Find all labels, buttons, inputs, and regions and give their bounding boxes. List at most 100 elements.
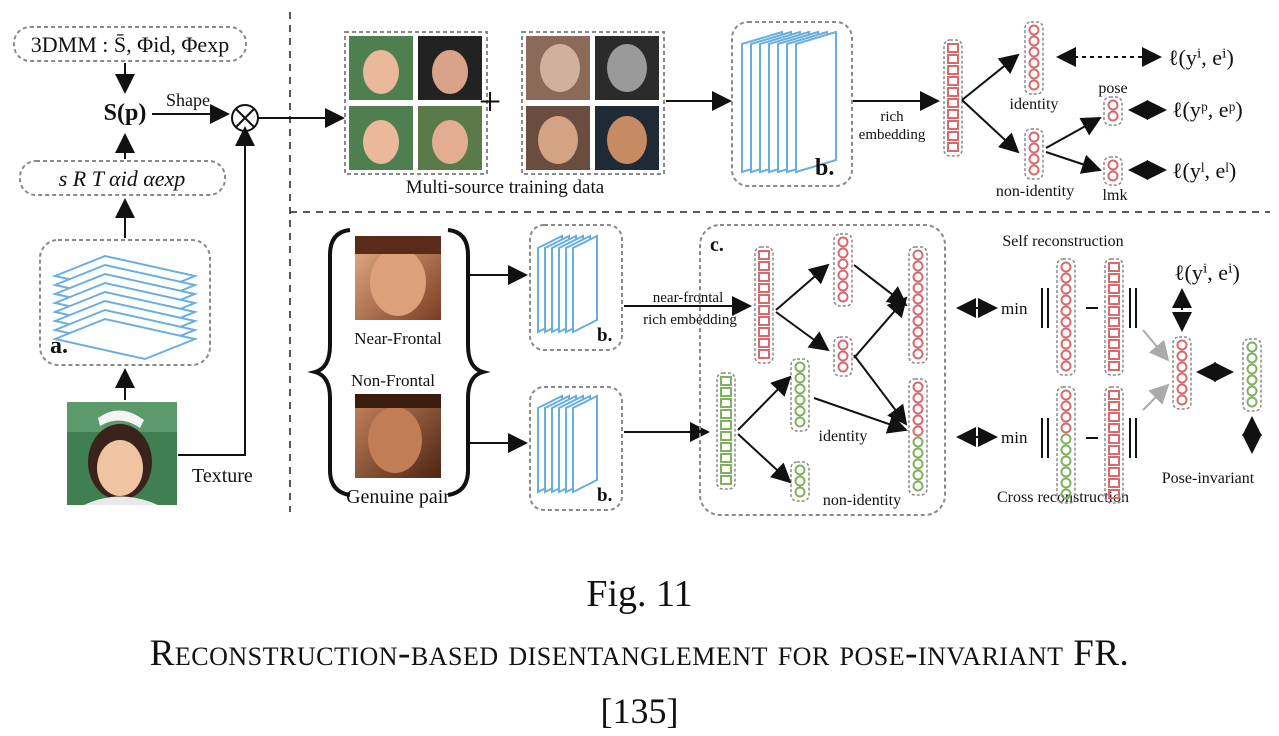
non-frontal-non-identity-vector xyxy=(790,461,810,502)
feature-unit xyxy=(912,381,924,393)
filter-layer xyxy=(572,234,598,334)
near-frontal-identity-vector xyxy=(833,233,853,307)
feature-unit xyxy=(837,361,849,373)
threedmm-box: 3DMM : S̄, Φid, Φexp xyxy=(13,26,247,62)
feature-unit xyxy=(1108,328,1120,338)
feature-unit xyxy=(758,250,770,260)
feature-unit xyxy=(837,339,849,351)
identity-label: identity xyxy=(1010,96,1059,113)
feature-unit xyxy=(1060,455,1072,467)
self-recon-target-vector xyxy=(1104,258,1124,376)
feature-unit xyxy=(1060,272,1072,284)
feature-unit xyxy=(1060,360,1072,372)
feature-unit xyxy=(1060,477,1072,489)
feature-unit xyxy=(1060,466,1072,478)
non-frontal-embedding-vector xyxy=(716,372,736,490)
feature-unit xyxy=(1108,489,1120,499)
feature-unit xyxy=(758,338,770,348)
feature-unit xyxy=(1060,400,1072,412)
rich-embedding-vector xyxy=(943,39,963,157)
feature-unit xyxy=(1108,361,1120,371)
feature-unit xyxy=(837,291,849,303)
loss-lmk-label: ℓ(yˡ, eˡ) xyxy=(1172,158,1236,183)
real-face-grid xyxy=(521,31,665,175)
shape-edge-label: Shape xyxy=(166,90,210,110)
feature-unit xyxy=(947,43,959,53)
figure-number: Fig. 11 xyxy=(586,573,693,615)
feature-unit xyxy=(1108,478,1120,488)
input-face-photo xyxy=(67,402,177,505)
feature-unit xyxy=(794,383,806,395)
feature-unit xyxy=(1107,170,1119,182)
feature-unit xyxy=(720,387,732,397)
module-b-near-frontal-label: b. xyxy=(597,325,612,346)
params-label: s R T αid αexp xyxy=(59,166,186,191)
feature-unit xyxy=(912,249,924,261)
multi-source-label: Multi-source training data xyxy=(406,177,605,198)
feature-unit xyxy=(720,453,732,463)
feature-unit xyxy=(947,76,959,86)
texture-label: Texture xyxy=(192,465,253,487)
feature-unit xyxy=(1108,295,1120,305)
feature-unit xyxy=(1107,99,1119,111)
feature-unit xyxy=(1060,327,1072,339)
feature-unit xyxy=(837,350,849,362)
module-b-non-frontal: b. xyxy=(529,386,623,511)
non-frontal-identity-vector xyxy=(790,358,810,432)
diagram-canvas: 3DMM : S̄, Φid, Φexp S(p) s R T αid αexp… xyxy=(13,12,1270,516)
feature-unit xyxy=(1028,153,1040,165)
self-recon-input-vector xyxy=(1056,258,1076,376)
feature-unit xyxy=(1246,363,1258,375)
feature-unit xyxy=(947,120,959,130)
feature-unit xyxy=(720,376,732,386)
diagram: 3DMM : S̄, Φid, Φexp S(p) s R T αid αexp… xyxy=(13,12,1270,516)
feature-unit xyxy=(1107,159,1119,171)
filter-layer xyxy=(795,30,837,174)
feature-unit xyxy=(1108,262,1120,272)
feature-unit xyxy=(1176,350,1188,362)
embedding-label: embedding xyxy=(859,127,926,143)
feature-unit xyxy=(837,258,849,270)
module-b-top-label: b. xyxy=(815,155,834,181)
loss-identity-label: ℓ(yⁱ, eⁱ) xyxy=(1168,45,1234,70)
feature-unit xyxy=(794,416,806,428)
feature-unit xyxy=(912,348,924,360)
bottom-identity-label: identity xyxy=(819,428,868,445)
feature-unit xyxy=(1028,79,1040,91)
cross-recon-target-vector xyxy=(1104,386,1124,504)
feature-unit xyxy=(758,272,770,282)
feature-unit xyxy=(947,142,959,152)
module-b-non-frontal-filters xyxy=(537,394,598,494)
feature-unit xyxy=(1060,488,1072,500)
cross-recon-combined-vector xyxy=(908,378,928,496)
feature-unit xyxy=(1060,294,1072,306)
feature-unit xyxy=(758,283,770,293)
feature-unit xyxy=(947,98,959,108)
feature-unit xyxy=(1028,46,1040,58)
near-frontal-embedding-label-2: rich embedding xyxy=(643,312,737,328)
feature-unit xyxy=(1246,374,1258,386)
genuine-pair-label: Genuine pair xyxy=(346,486,450,508)
feature-unit xyxy=(1108,317,1120,327)
combine-operator xyxy=(231,104,259,132)
feature-unit xyxy=(794,394,806,406)
self-reconstruction-label: Self reconstruction xyxy=(1002,233,1123,250)
near-frontal-embedding-label-1: near-frontal xyxy=(653,290,724,306)
feature-unit xyxy=(912,282,924,294)
feature-unit xyxy=(1108,434,1120,444)
feature-unit xyxy=(912,293,924,305)
landmark-vector xyxy=(1103,156,1123,186)
module-b-near-frontal: b. xyxy=(529,224,623,351)
mesh-layer xyxy=(51,317,199,361)
synthetic-face-grid xyxy=(344,31,488,175)
feature-unit xyxy=(912,392,924,404)
feature-unit xyxy=(912,326,924,338)
feature-unit xyxy=(947,65,959,75)
pose-invariant-label: Pose-invariant xyxy=(1162,470,1255,487)
loss-identity-bottom-label: ℓ(yⁱ, eⁱ) xyxy=(1174,260,1240,285)
near-frontal-label: Near-Frontal xyxy=(354,329,442,348)
feature-unit xyxy=(1246,341,1258,353)
feature-unit xyxy=(1060,316,1072,328)
feature-unit xyxy=(1060,433,1072,445)
near-frontal-embedding-vector xyxy=(754,246,774,364)
